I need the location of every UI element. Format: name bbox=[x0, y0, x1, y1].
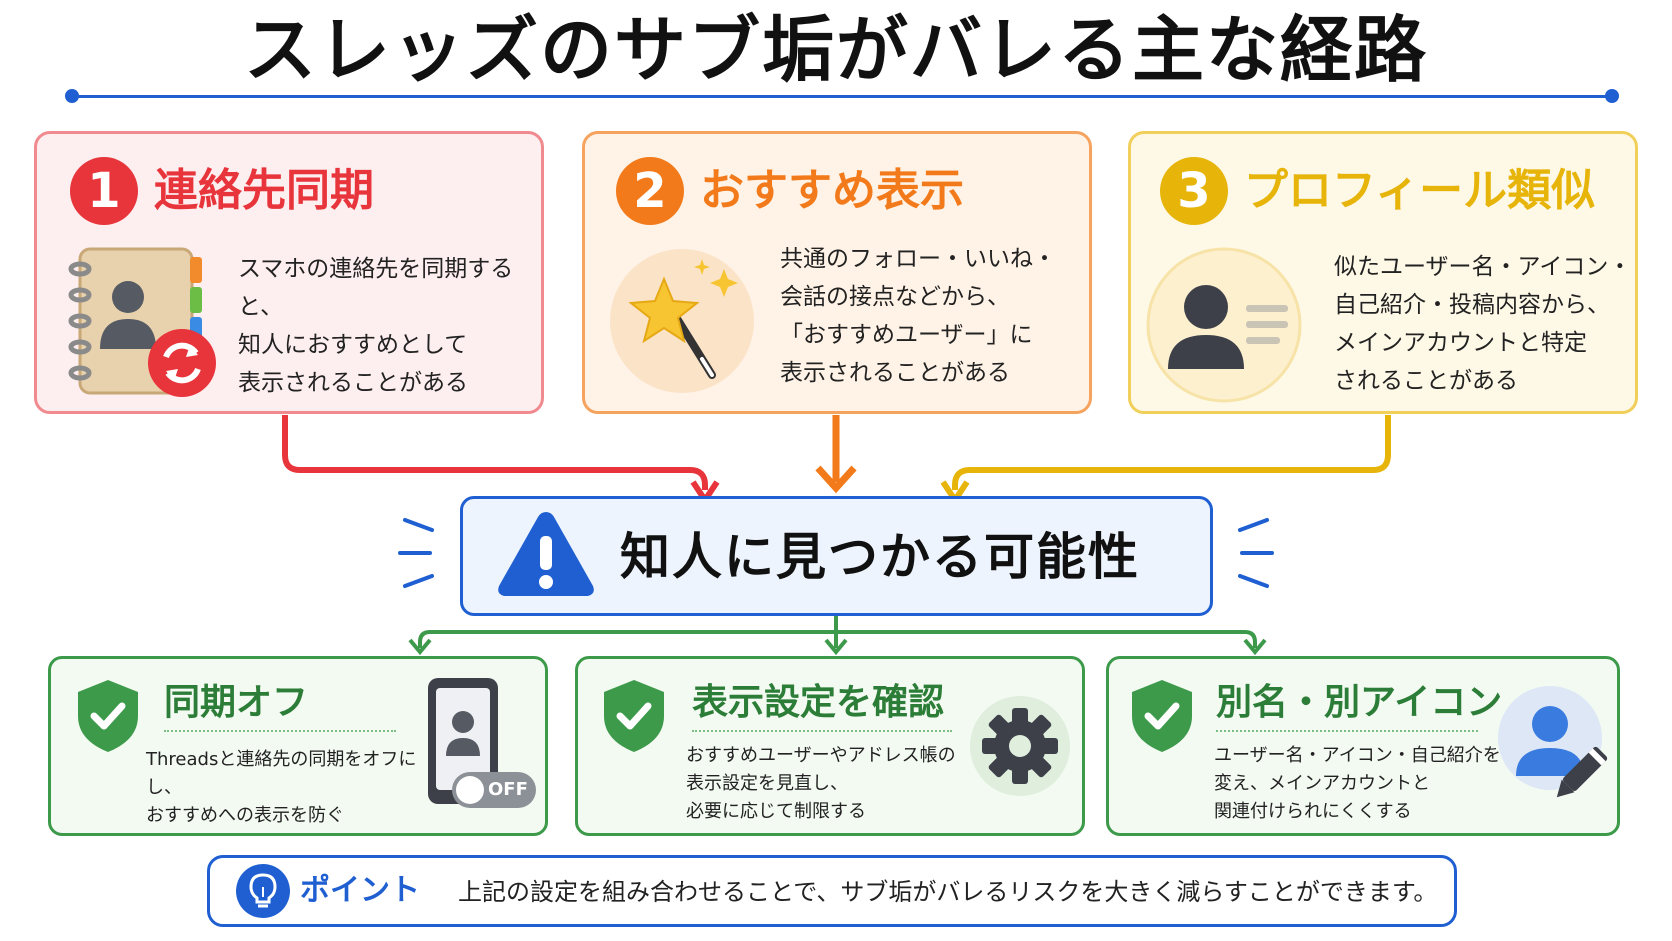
arrowhead-split-right bbox=[1243, 638, 1267, 656]
route-number-3: 3 bbox=[1160, 157, 1228, 225]
arrow-split-left bbox=[418, 630, 836, 648]
toggle-off-label: OFF bbox=[488, 779, 528, 800]
divider-dot-right bbox=[1605, 89, 1619, 103]
countermeasure-title-2: 表示設定を確認 bbox=[692, 682, 945, 723]
user-edit-icon bbox=[1496, 684, 1608, 806]
route-text-1: スマホの連絡先を同期すると、 知人におすすめとして 表示されることがある bbox=[238, 256, 514, 396]
arrow-route-3 bbox=[952, 415, 1391, 490]
point-box bbox=[207, 855, 1457, 927]
route-number-1: 1 bbox=[70, 157, 138, 225]
emphasis-lines-right bbox=[1238, 518, 1274, 588]
shield-check-icon bbox=[602, 678, 666, 754]
route-title-3: プロフィール類似 bbox=[1244, 165, 1596, 216]
emphasis-lines-left bbox=[398, 518, 434, 588]
shield-check-icon bbox=[76, 678, 140, 754]
countermeasure-text-2: おすすめユーザーやアドレス帳の 表示設定を見直し、 必要に応じて制限する bbox=[686, 745, 956, 822]
route-title-1: 連絡先同期 bbox=[154, 165, 374, 216]
route-text-2: 共通のフォロー・いいね・ 会話の接点などから、 「おすすめユーザー」に 表示され… bbox=[780, 246, 1056, 386]
shield-check-icon bbox=[1130, 678, 1194, 754]
address-book-sync-icon bbox=[66, 245, 226, 405]
arrow-route-1 bbox=[282, 415, 708, 490]
title-underline bbox=[1216, 730, 1478, 734]
title-underline bbox=[164, 730, 396, 734]
route-text-3: 似たユーザー名・アイコン・ 自己紹介・投稿内容から、 メインアカウントと特定 さ… bbox=[1334, 254, 1632, 394]
point-text: 上記の設定を組み合わせることで、サブ垢がバレるリスクを大きく減らすことができます… bbox=[458, 878, 1438, 906]
countermeasure-title-1: 同期オフ bbox=[164, 682, 309, 723]
gear-icon bbox=[968, 694, 1072, 798]
arrowhead-split-left bbox=[408, 638, 432, 656]
arrow-split-right bbox=[836, 630, 1257, 648]
profile-card-icon bbox=[1144, 245, 1304, 405]
route-title-2: おすすめ表示 bbox=[700, 165, 964, 216]
arrowhead-route-2 bbox=[815, 465, 857, 494]
countermeasure-text-3: ユーザー名・アイコン・自己紹介を 変え、メインアカウントと 関連付けられにくくす… bbox=[1214, 745, 1501, 822]
route-number-2: 2 bbox=[616, 157, 684, 225]
warning-triangle-icon bbox=[496, 508, 596, 600]
countermeasure-text-1: Threadsと連絡先の同期をオフにし、 おすすめへの表示を防ぐ bbox=[146, 749, 417, 826]
countermeasure-title-3: 別名・別アイコン bbox=[1216, 682, 1503, 723]
divider-dot-left bbox=[65, 89, 79, 103]
page-title: スレッズのサブ垢がバレる主な経路 bbox=[243, 8, 1428, 92]
point-label: ポイント bbox=[300, 873, 420, 908]
magic-wand-star-icon bbox=[604, 245, 764, 405]
arrowhead-split-center bbox=[824, 638, 848, 656]
title-underline bbox=[692, 730, 952, 734]
lightbulb-icon bbox=[235, 863, 291, 919]
result-text: 知人に見つかる可能性 bbox=[620, 528, 1140, 586]
title-divider bbox=[72, 95, 1612, 98]
phone-toggle-off-icon: OFF bbox=[424, 676, 540, 810]
